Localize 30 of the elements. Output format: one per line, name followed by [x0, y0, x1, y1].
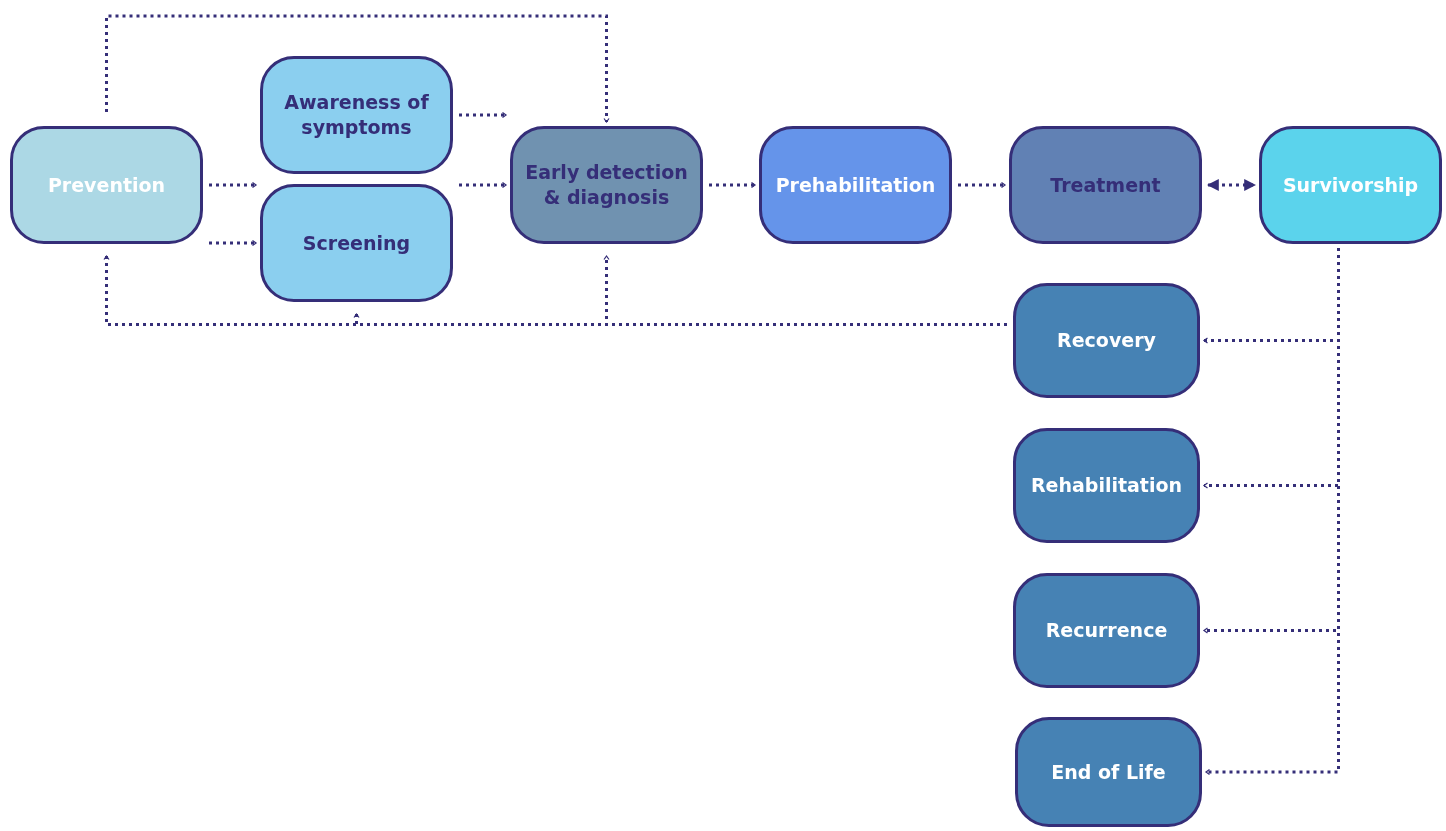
process-box [1013, 283, 1200, 398]
dotted-arrow [958, 181, 1006, 189]
process-box [759, 126, 952, 244]
box-label: Screening [302, 230, 411, 256]
dotted-arrow [1206, 179, 1257, 191]
process-box [10, 126, 203, 244]
dotted-arrow [105, 14, 610, 123]
box-label: Prevention [47, 172, 166, 198]
box-label: Treatment [1050, 172, 1161, 198]
box-label: Recovery [1057, 328, 1156, 353]
dotted-arrow [209, 239, 257, 247]
process-box [1013, 573, 1200, 688]
process-box [260, 56, 453, 174]
process-box [1009, 126, 1202, 244]
box-label: Survivorship [1282, 172, 1419, 198]
box-label: Early detection & diagnosis [524, 160, 689, 210]
box-label: Rehabilitation [1030, 473, 1183, 498]
process-box [1013, 428, 1200, 543]
dotted-arrow [709, 181, 756, 189]
process-box [510, 126, 703, 244]
box-label: End of Life [1051, 759, 1166, 785]
box-label: Prehabilitation [775, 172, 936, 198]
box-label: Awareness of symptoms [283, 90, 430, 140]
dotted-arrow [209, 181, 257, 189]
dotted-arrow [459, 181, 507, 189]
process-box [1015, 717, 1202, 827]
dotted-arrow [459, 111, 507, 119]
process-box [260, 184, 453, 302]
process-box [1259, 126, 1442, 244]
box-label: Recurrence [1045, 618, 1168, 643]
